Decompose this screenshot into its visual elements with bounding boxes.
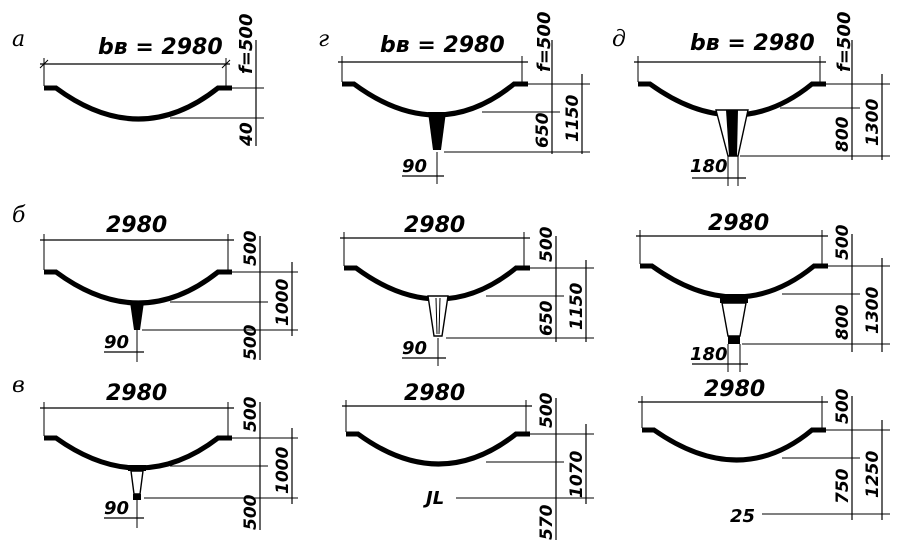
sag-label-a: f=500 <box>236 14 257 75</box>
dim-label-d-800: 800 <box>833 116 853 152</box>
panel-v: в 2980 500 1000 500 90 <box>12 373 298 530</box>
section-mark-v2: JL <box>423 488 444 509</box>
panel-label-b: б <box>12 203 26 228</box>
shell-profile-d2 <box>640 263 828 300</box>
shell-profile-v2 <box>346 431 530 467</box>
width-label-g2: 90 <box>402 338 427 359</box>
dim-label-g-650: 650 <box>533 112 553 148</box>
rib-v-foot <box>133 494 141 500</box>
rib-d2-web <box>721 302 747 337</box>
shell-profile-a <box>44 85 232 122</box>
figure-number: 25 <box>730 506 755 527</box>
dim-label-v-500-bottom: 500 <box>241 494 261 530</box>
rib-d-core <box>726 110 738 156</box>
dim-label-d2-500: 500 <box>833 224 853 260</box>
dim-label-v2-500: 500 <box>537 392 557 428</box>
panel-a: а bв = 2980 f=500 40 <box>12 14 264 147</box>
shell-profile-b <box>44 269 232 306</box>
dim-label-b-500-top: 500 <box>241 230 261 266</box>
panel-v3: 2980 500 750 1250 25 <box>638 377 890 527</box>
width-label-g: 90 <box>402 156 427 177</box>
panel-g: г bв = 2980 f=500 650 1150 90 <box>318 12 590 184</box>
shell-profile-g <box>342 81 528 118</box>
shell-profile-v <box>44 435 232 471</box>
rib-d2-foot <box>728 336 740 344</box>
sag-label-d: f=500 <box>834 12 855 73</box>
dim-label-v3-1250: 1250 <box>863 451 883 498</box>
tick-mark <box>39 59 49 69</box>
span-label-d2: 2980 <box>708 211 769 236</box>
width-label-d: 180 <box>690 156 728 177</box>
width-label-b: 90 <box>104 332 129 353</box>
dim-label-g2-650: 650 <box>537 300 557 336</box>
rib-v-web <box>130 470 144 495</box>
width-label-d2: 180 <box>690 344 728 365</box>
rib-g2-outline <box>427 295 449 337</box>
span-label-a: bв = 2980 <box>98 35 223 60</box>
dim-label-d-1300: 1300 <box>863 99 883 146</box>
rib-g <box>428 112 446 150</box>
dim-label-g2-1150: 1150 <box>567 283 587 330</box>
dim-label-d2-800: 800 <box>833 304 853 340</box>
rib-g2-inner-line <box>435 297 438 335</box>
sag-label-g: f=500 <box>534 12 555 73</box>
span-label-g: bв = 2980 <box>380 33 505 58</box>
span-label-v: 2980 <box>106 381 167 406</box>
dim-label-b-1000: 1000 <box>273 279 293 326</box>
dim-label-v3-500: 500 <box>833 388 853 424</box>
rib-v-flange <box>128 465 146 471</box>
panel-label-v: в <box>12 373 25 398</box>
dim-label-v-500-top: 500 <box>241 396 261 432</box>
panel-v2: 2980 500 1070 570 JL <box>342 381 594 540</box>
thickness-label-a: 40 <box>237 122 257 147</box>
shell-profile-v3 <box>642 427 826 463</box>
panel-d: д bв = 2980 f=500 800 1300 180 <box>612 12 890 186</box>
span-label-v3: 2980 <box>704 377 765 402</box>
dim-label-v3-750: 750 <box>833 468 853 504</box>
span-label-g2: 2980 <box>404 213 465 238</box>
dim-label-g-1150: 1150 <box>563 95 583 142</box>
panel-label-g: г <box>318 27 329 52</box>
panel-b: б 2980 500 1000 500 90 <box>12 203 298 362</box>
panel-g2: 2980 500 650 1150 90 <box>340 213 594 366</box>
dim-label-b-500-bottom: 500 <box>241 324 261 360</box>
width-label-v: 90 <box>104 498 129 519</box>
panel-label-a: а <box>12 27 25 52</box>
dim-label-v2-570: 570 <box>537 504 557 540</box>
shell-profile-g2 <box>344 265 530 302</box>
rib-d2-flange <box>720 294 748 303</box>
tick-mark <box>221 59 231 69</box>
span-label-b: 2980 <box>106 213 167 238</box>
rib-g2-inner-line <box>438 297 441 335</box>
panel-label-d: д <box>612 27 626 52</box>
rib-b <box>130 302 144 330</box>
span-label-v2: 2980 <box>404 381 465 406</box>
dim-label-v2-1070: 1070 <box>567 451 587 498</box>
panel-d2: 2980 500 800 1300 180 <box>636 211 890 372</box>
span-label-d: bв = 2980 <box>690 31 815 56</box>
dim-label-g2-500: 500 <box>537 226 557 262</box>
dim-label-v-1000: 1000 <box>273 447 293 494</box>
dim-label-d2-1300: 1300 <box>863 287 883 334</box>
